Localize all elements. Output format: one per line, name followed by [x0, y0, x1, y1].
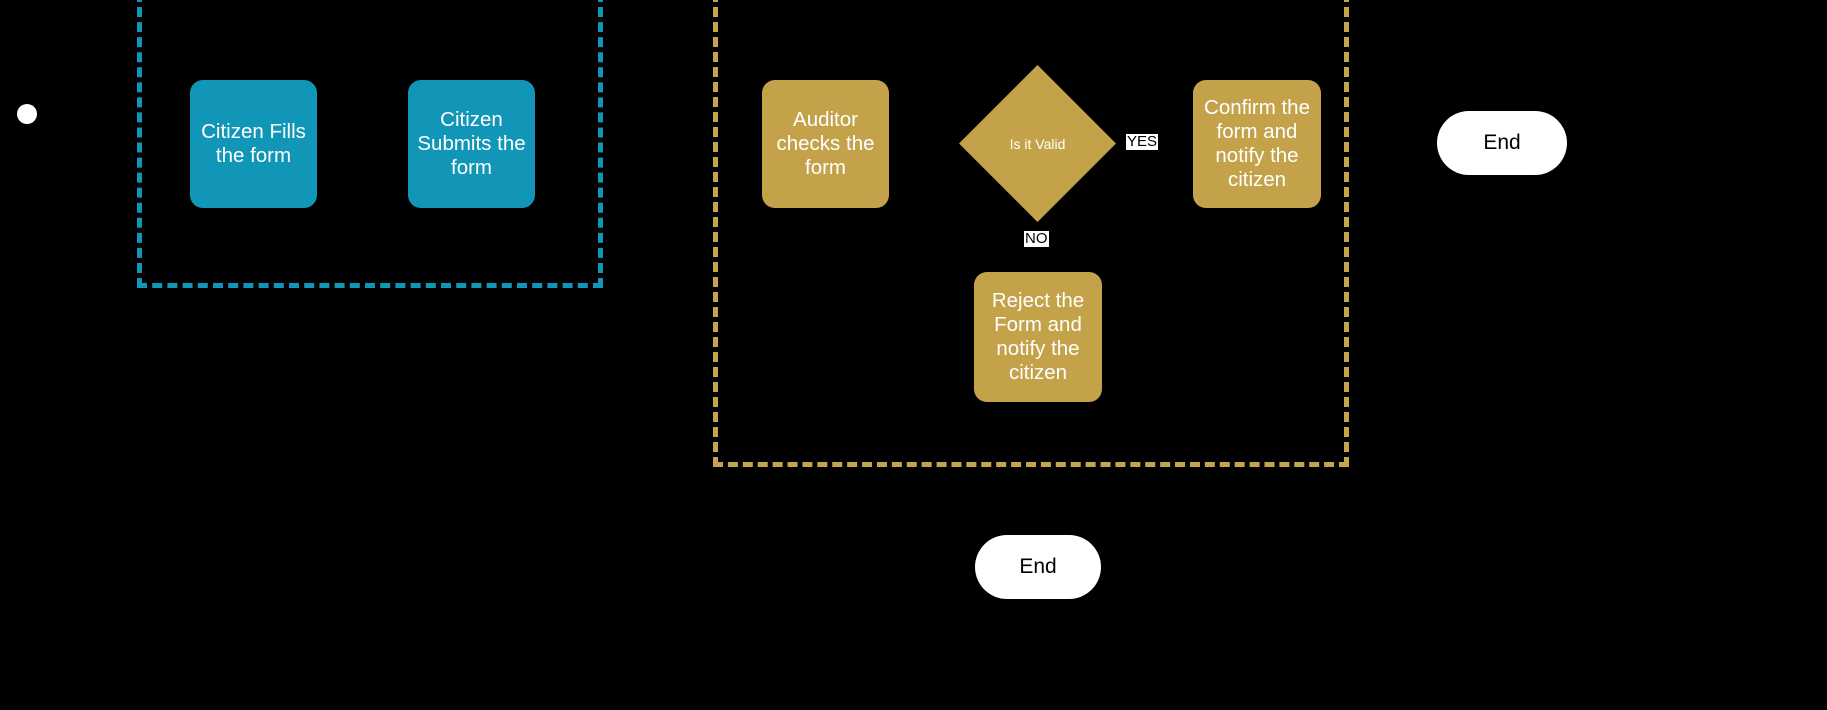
- decision-label: Is it Valid: [1009, 135, 1066, 152]
- swimlane-citizen: [137, 0, 603, 288]
- task-confirm-form-notify-citizen[interactable]: Confirm the form and notify the citizen: [1193, 80, 1321, 208]
- start-node-circle[interactable]: [17, 104, 37, 124]
- end-node-bottom[interactable]: End: [975, 535, 1101, 599]
- edge-label-yes: YES: [1126, 133, 1159, 150]
- end-node-right[interactable]: End: [1437, 111, 1567, 175]
- decision-is-it-valid[interactable]: Is it Valid: [959, 65, 1116, 222]
- swimlane-auditor: [713, 0, 1349, 467]
- task-reject-form-notify-citizen[interactable]: Reject the Form and notify the citizen: [974, 272, 1102, 402]
- edge-label-no: NO: [1024, 230, 1049, 247]
- task-citizen-submits-form[interactable]: Citizen Submits the form: [408, 80, 535, 208]
- task-citizen-fills-form[interactable]: Citizen Fills the form: [190, 80, 317, 208]
- task-auditor-checks-form[interactable]: Auditor checks the form: [762, 80, 889, 208]
